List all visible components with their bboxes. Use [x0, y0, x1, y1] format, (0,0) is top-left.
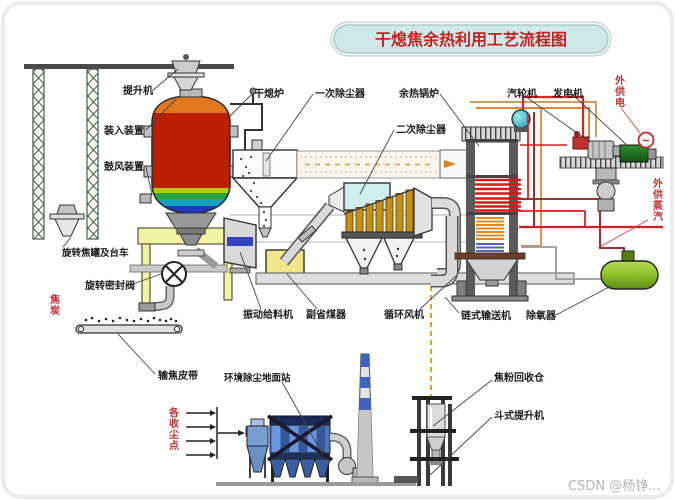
pointer-station [281, 381, 324, 456]
rotating-coke-tank [49, 204, 85, 237]
chimney [351, 353, 379, 486]
pointer-deaerator [555, 285, 612, 316]
pointer-economizer [286, 273, 318, 310]
dust-particles [239, 155, 268, 228]
pointer-external-steam [597, 219, 649, 249]
pointer-secondary-collector [359, 129, 395, 195]
deaerator [600, 250, 659, 290]
boiler-outlet-duct [431, 216, 459, 288]
blowing-device [139, 193, 152, 204]
economizer-tubes [476, 243, 504, 252]
pointer-belt [117, 333, 156, 375]
station-fan [338, 457, 356, 475]
label-external-steam: 外供蒸汽 [651, 177, 664, 222]
evaporator-tubes [476, 217, 504, 240]
ground-line [216, 482, 416, 486]
label-dust-points: 各收尘点 [167, 406, 180, 451]
pointer-hoist [151, 68, 179, 92]
label-seal-valve: 旋转密封阀 [84, 279, 135, 292]
label-secondary-collector: 二次除尘器 [396, 123, 447, 136]
pointer-charging-device [145, 98, 177, 131]
pre-cyclone [245, 418, 269, 478]
generator [619, 144, 657, 163]
label-turbine: 汽轮机 [507, 87, 537, 100]
coke-powder-bin-structure [394, 396, 459, 486]
label-bucket-elevator: 斗式提升机 [494, 409, 544, 422]
furnace-cone [165, 212, 217, 230]
label-powder-bin: 焦粉回收仓 [493, 371, 545, 384]
baghouse [267, 414, 333, 483]
label-pointers [62, 68, 649, 477]
pointer-seal-valve [129, 273, 162, 286]
label-hoist: 提升机 [123, 84, 153, 97]
watermark: CSDN @杨铮... [568, 479, 661, 494]
label-belt: 输焦皮带 [158, 369, 198, 382]
dry-quenching-furnace [139, 54, 263, 246]
label-boiler: 余热锅炉 [398, 87, 439, 100]
page-title: 干熄焦余热利用工艺流程图 [375, 30, 567, 49]
label-deaerator: 除氧器 [526, 309, 557, 322]
pointer-boiler [439, 93, 480, 147]
gas-duct-to-boiler [296, 150, 463, 179]
label-primary-collector: 一次除尘器 [315, 87, 366, 100]
charging-hopper [167, 54, 205, 91]
flow-arrow-icon [444, 160, 456, 168]
boiler-top-platform [461, 126, 521, 142]
ac-power-icon: ~ [637, 131, 655, 149]
label-furnace: 干熄炉 [254, 87, 284, 100]
label-station: 环境除尘地面站 [224, 372, 291, 384]
labels: 提升机 装入装置 鼓风装置 干熄炉 一次除尘器 余热锅炉 二次除尘器 汽轮机 发… [48, 74, 664, 494]
pointer-fan [419, 275, 457, 310]
label-blowing-device: 鼓风装置 [104, 160, 144, 173]
elevator-boot [394, 476, 418, 483]
steam-water-pipes [470, 95, 663, 280]
label-coke: 焦炭 [48, 293, 61, 316]
label-charging-device: 装入装置 [103, 124, 144, 137]
label-external-power: 外供电 [613, 74, 626, 108]
riser-duct [279, 202, 335, 266]
label-chain-conveyor: 链式输送机 [460, 309, 511, 322]
pointer-furnace [226, 93, 253, 120]
pointer-feeder [239, 251, 262, 310]
pointer-bucket-elevator [428, 416, 493, 477]
label-feeder: 振动给料机 [243, 308, 293, 321]
dust-point-arrows [186, 407, 238, 459]
env-dust-station [186, 353, 416, 486]
chain-conveyor [454, 252, 526, 260]
vibrating-feeder [223, 217, 257, 274]
furnace-thermal-bands [152, 96, 230, 214]
title-banner: 干熄焦余热利用工艺流程图 [330, 21, 612, 57]
pointer-coke-tank [62, 236, 72, 248]
coke-conveyor-belt [75, 316, 183, 334]
superheater-tubes [474, 178, 522, 212]
ac-power-glyph: ~ [641, 134, 650, 147]
pointer-powder-bin [432, 379, 493, 427]
arrow-heads [210, 410, 245, 458]
pointer-blowing-device [145, 166, 153, 196]
pointer-turbine [521, 93, 588, 141]
label-fan: 循环风机 [384, 308, 424, 321]
waste-heat-boiler [439, 109, 531, 302]
furnace-top-piping [230, 94, 263, 150]
pointer-chain-conveyor [444, 296, 460, 314]
label-economizer: 副省煤器 [306, 308, 347, 321]
rotating-seal-valve-assembly [138, 247, 219, 312]
pointer-primary-collector [265, 93, 314, 162]
label-generator: 发电机 [552, 87, 583, 100]
pointer-generator [571, 93, 630, 148]
label-coke-tank: 旋转焦罐及台车 [61, 247, 129, 259]
coke-dots [84, 316, 178, 323]
hoist-tower [24, 64, 234, 240]
pointer-external-power [620, 107, 641, 134]
condenser-unit [592, 167, 620, 212]
